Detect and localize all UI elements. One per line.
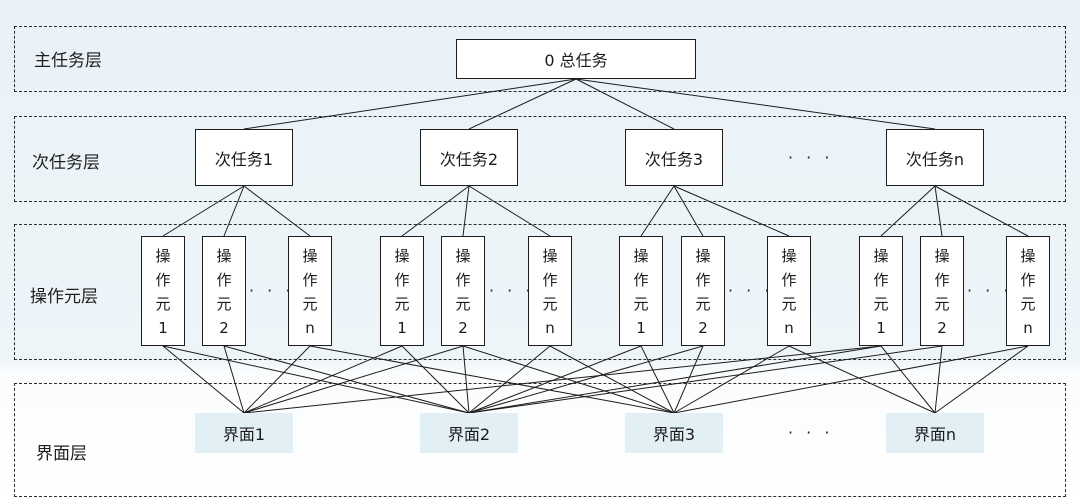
operation-ellipsis-gn: · · · (967, 281, 1013, 300)
sub-task-ellipsis: · · · (788, 148, 834, 167)
layer-label-main-task: 主任务层 (34, 51, 102, 71)
layer-label-operation-unit: 操作元层 (30, 287, 98, 307)
sub-task-node-3: 次任务3 (625, 129, 723, 186)
interface-node-1: 界面1 (195, 413, 293, 453)
operation-ellipsis-g2: · · · (489, 281, 535, 300)
interface-node-3: 界面3 (625, 413, 723, 453)
sub-task-node-2: 次任务2 (420, 129, 518, 186)
layer-label-sub-task: 次任务层 (32, 153, 100, 173)
interface-node-n: 界面n (886, 413, 984, 453)
operation-ellipsis-g1: · · · (249, 281, 295, 300)
layer-label-interface: 界面层 (36, 444, 87, 464)
sub-task-node-1: 次任务1 (195, 129, 293, 186)
interface-ellipsis: · · · (788, 423, 834, 442)
root-task-node: 0 总任务 (456, 39, 696, 79)
interface-node-2: 界面2 (420, 413, 518, 453)
sub-task-node-n: 次任务n (886, 129, 984, 186)
operation-ellipsis-g3: · · · (728, 281, 774, 300)
